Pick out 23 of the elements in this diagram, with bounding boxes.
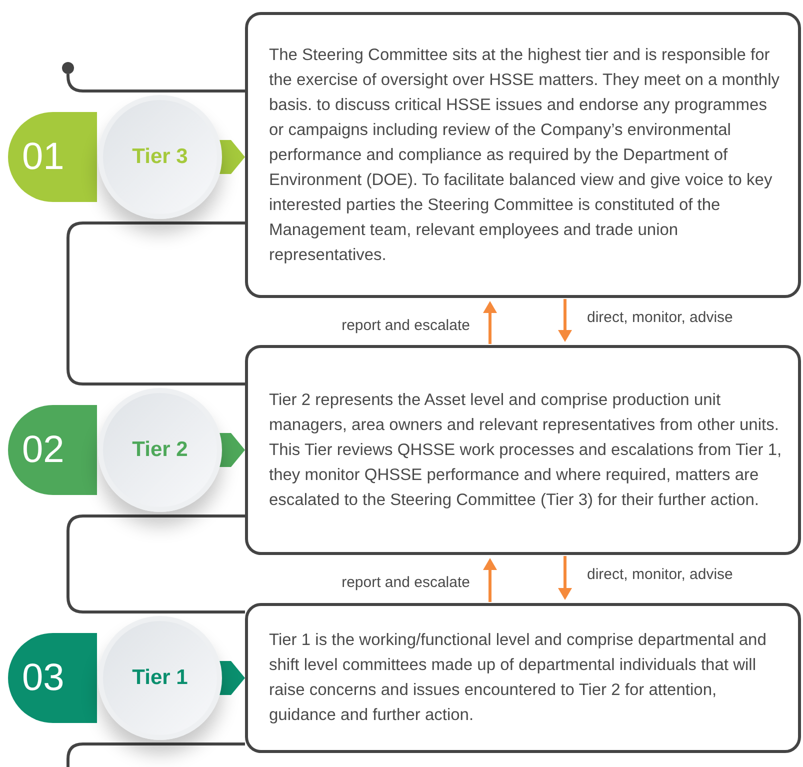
connector-line [66,742,245,767]
description-text: Tier 1 is the working/functional level and comprise departmental and shift level committees made up of departmental individuals that will raise concerns and issues encountered to Tier 2 for attention, guidance and further action. [269,630,768,726]
step-number: 03 [22,659,64,697]
description-box [245,603,801,753]
step-number: 01 [22,138,64,176]
arrow [558,299,572,342]
number-badge [8,633,97,723]
arrow [483,301,497,344]
arrow [483,558,497,602]
arrow [558,556,572,600]
number-badge [8,112,97,202]
tier-label: Tier 3 [132,144,188,170]
step-number: 02 [22,431,64,469]
number-badge [8,405,97,495]
description-box [245,12,801,298]
description-text: The Steering Committee sits at the highest tier and is responsible for the exercise of oversight over HSSE matters. They meet on a monthly basis. to discuss critical HSSE issues and endorse any programmes or campaigns including review of the Company’s environmental performance and compliance as required by the Department of Environment (DOE). To facilitate balanced view and give voice to key interested parties the Steering Committee is constituted of the Management team, relevant employees and trade union representatives. [269,44,781,266]
description-text: Tier 2 represents the Asset level and comprise production unit managers, area owners and relevant representatives from other units. This Tier reviews QHSSE work processes and escalations from Tier 1, they monitor QHSSE performance and where required, matters are escalated to the Steering Committee (Tier 3) for their further action. [269,390,783,510]
edge-label: report and escalate [342,573,470,593]
tier-label: Tier 1 [132,665,188,692]
description-box [245,345,801,555]
connector-line [66,222,245,386]
tier-label: Tier 2 [132,437,188,464]
connector-line [66,514,245,614]
